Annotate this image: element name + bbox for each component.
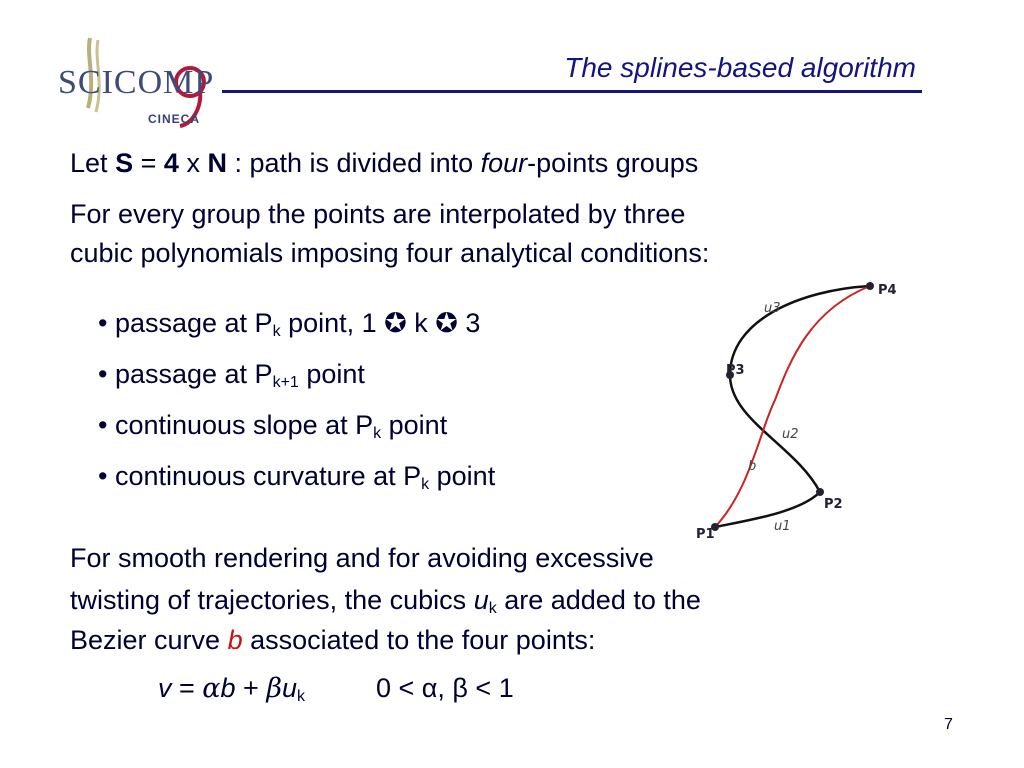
intro-four-num: 4	[163, 148, 179, 178]
logo-graphic	[86, 37, 206, 128]
list-item: • passage at Pk point, 1 ✪ k ✪ 3	[98, 308, 481, 340]
intro-rest1: : path is divided into	[234, 148, 474, 178]
label-u1: u1	[774, 519, 791, 534]
para2-line3: Bezier curve b associated to the four po…	[70, 625, 596, 655]
intro-n: N	[207, 148, 227, 178]
para1-line2: cubic polynomials imposing four analytic…	[70, 238, 710, 268]
curve-u3	[728, 284, 871, 376]
para2-line2: twisting of trajectories, the cubics uk …	[70, 585, 701, 617]
beta-symbol: β	[266, 673, 282, 704]
intro-s: S	[115, 148, 134, 178]
label-b: b	[748, 459, 756, 474]
point-p3	[726, 371, 734, 379]
conditions-list: • passage at Pk point, 1 ✪ k ✪ 3 • passa…	[98, 302, 495, 506]
para1-line1: For every group the points are interpola…	[70, 199, 686, 229]
point-p4	[866, 282, 874, 290]
intro-four-word: four	[480, 148, 528, 178]
label-u3: u3	[764, 301, 781, 316]
logo-text: SCICOMP	[58, 64, 215, 101]
curve-b	[714, 285, 871, 528]
slide-title: The splines-based algorithm	[564, 52, 916, 83]
alpha-symbol: α	[202, 673, 221, 704]
cubic-u: u	[473, 585, 489, 615]
label-u2: u2	[782, 427, 799, 442]
label-p1: P1	[696, 527, 715, 542]
spline-diagram: P4 P3 P2 P1 u3 u2 u1 b	[690, 280, 897, 550]
list-item: • continuous curvature at Pk point	[98, 461, 496, 493]
title-underline	[222, 90, 922, 93]
point-p1	[711, 523, 719, 531]
list-item: • continuous slope at Pk point	[98, 410, 448, 442]
logo-cineca: CINECA	[148, 112, 201, 126]
intro-times: x	[186, 148, 200, 178]
label-p2: P2	[824, 497, 843, 512]
label-p3: P3	[726, 363, 745, 378]
label-p4: P4	[878, 283, 897, 298]
page-number: 7	[944, 716, 953, 733]
scicomp-logo: SCICOMP CINECA	[52, 37, 215, 133]
curve-u1	[714, 491, 821, 529]
spline-svg: P4 P3 P2 P1 u3 u2 u1 b	[696, 282, 897, 542]
intro-line: Let S = 4 x N : path is divided into fou…	[70, 148, 698, 179]
intro-let: Let	[70, 148, 108, 178]
list-item: • passage at Pk+1 point	[98, 359, 365, 391]
curve-u2	[728, 374, 822, 493]
bezier-b: b	[227, 625, 243, 655]
intro-eq: =	[140, 148, 157, 178]
formula-condition: 0 < α, β < 1	[376, 673, 514, 703]
intro-rest2: -points groups	[527, 148, 699, 178]
para2-line1: For smooth rendering and for avoiding ex…	[70, 543, 654, 573]
point-p2	[816, 488, 824, 496]
blend-formula: v = αb + βuk 0 < α, β < 1	[158, 673, 514, 705]
